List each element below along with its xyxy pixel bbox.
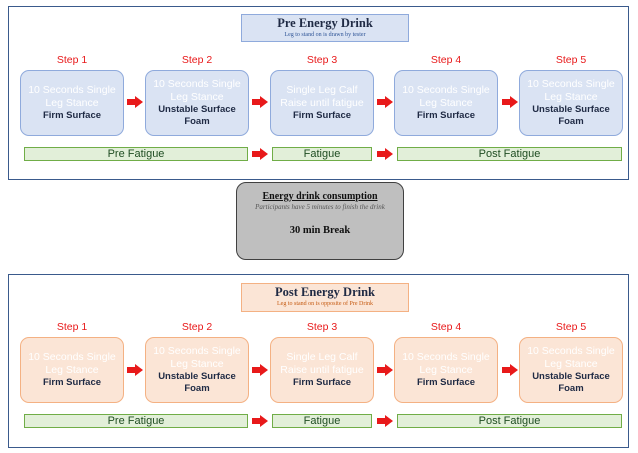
pre-step-3-surface: Firm Surface [292,110,352,121]
arrow-right-icon [252,96,268,108]
break-box: Energy drink consumption Participants ha… [236,182,404,260]
post-step-1-surface: Firm Surface [42,377,102,388]
pre-phase-pre-fatigue: Pre Fatigue [24,147,248,161]
post-step-3-task: Single Leg Calf Raise until fatigue [280,351,364,376]
arrow-right-icon [377,364,393,376]
pre-step-5-surface: Unstable Surface Foam [532,104,610,127]
pre-step-4-surface: Firm Surface [416,110,476,121]
pre-step-5-label: Step 5 [555,54,587,66]
break-duration: 30 min Break [289,225,351,236]
arrow-right-icon [502,364,518,376]
post-step-5-surface: Unstable Surface Foam [532,371,610,394]
pre-step-1-label: Step 1 [56,54,88,66]
pre-drink-title: Pre Energy Drink [277,16,373,30]
break-note: Participants have 5 minutes to finish th… [255,203,385,211]
pre-step-5-task: 10 Seconds Single Leg Stance [527,78,615,103]
post-phase-fatigue: Fatigue [272,414,372,428]
pre-step-2-label: Step 2 [181,54,213,66]
post-step-4-label: Step 4 [430,321,462,333]
pre-step-3-task: Single Leg Calf Raise until fatigue [280,84,364,109]
post-step-4-task: 10 Seconds Single Leg Stance [402,351,490,376]
arrow-right-icon [377,415,393,427]
post-phase-pre-fatigue: Pre Fatigue [24,414,248,428]
post-step-2-label: Step 2 [181,321,213,333]
post-step-4-box: 10 Seconds Single Leg Stance Firm Surfac… [394,337,498,403]
post-phase-post-fatigue: Post Fatigue [397,414,622,428]
pre-step-4-label: Step 4 [430,54,462,66]
post-drink-subtitle: Leg to stand on is opposite of Pre Drink [277,301,373,307]
arrow-right-icon [252,364,268,376]
arrow-right-icon [127,364,143,376]
post-step-3-surface: Firm Surface [292,377,352,388]
post-step-3-label: Step 3 [306,321,338,333]
arrow-right-icon [252,148,268,160]
post-step-1-box: 10 Seconds Single Leg Stance Firm Surfac… [20,337,124,403]
pre-step-2-task: 10 Seconds Single Leg Stance [153,78,241,103]
post-step-4-surface: Firm Surface [416,377,476,388]
pre-step-2-surface: Unstable Surface Foam [158,104,236,127]
pre-step-2-box: 10 Seconds Single Leg Stance Unstable Su… [145,70,249,136]
pre-step-3-label: Step 3 [306,54,338,66]
post-drink-title: Post Energy Drink [275,285,375,299]
arrow-right-icon [127,96,143,108]
post-drink-title-box: Post Energy Drink Leg to stand on is opp… [241,283,409,312]
arrow-right-icon [377,96,393,108]
arrow-right-icon [502,96,518,108]
arrow-right-icon [377,148,393,160]
pre-step-3-box: Single Leg Calf Raise until fatigue Firm… [270,70,374,136]
post-step-2-box: 10 Seconds Single Leg Stance Unstable Su… [145,337,249,403]
pre-step-1-box: 10 Seconds Single Leg Stance Firm Surfac… [20,70,124,136]
post-step-1-label: Step 1 [56,321,88,333]
post-step-5-task: 10 Seconds Single Leg Stance [527,345,615,370]
pre-step-5-box: 10 Seconds Single Leg Stance Unstable Su… [519,70,623,136]
post-step-3-box: Single Leg Calf Raise until fatigue Firm… [270,337,374,403]
pre-drink-title-box: Pre Energy Drink Leg to stand on is draw… [241,14,409,42]
break-heading: Energy drink consumption [262,191,378,202]
post-step-5-box: 10 Seconds Single Leg Stance Unstable Su… [519,337,623,403]
pre-step-4-box: 10 Seconds Single Leg Stance Firm Surfac… [394,70,498,136]
post-step-2-task: 10 Seconds Single Leg Stance [153,345,241,370]
arrow-right-icon [252,415,268,427]
post-step-2-surface: Unstable Surface Foam [158,371,236,394]
post-step-1-task: 10 Seconds Single Leg Stance [28,351,116,376]
pre-step-4-task: 10 Seconds Single Leg Stance [402,84,490,109]
pre-step-1-task: 10 Seconds Single Leg Stance [28,84,116,109]
pre-step-1-surface: Firm Surface [42,110,102,121]
pre-drink-subtitle: Leg to stand on is drawn by tester [284,32,366,38]
post-step-5-label: Step 5 [555,321,587,333]
pre-phase-fatigue: Fatigue [272,147,372,161]
pre-phase-post-fatigue: Post Fatigue [397,147,622,161]
